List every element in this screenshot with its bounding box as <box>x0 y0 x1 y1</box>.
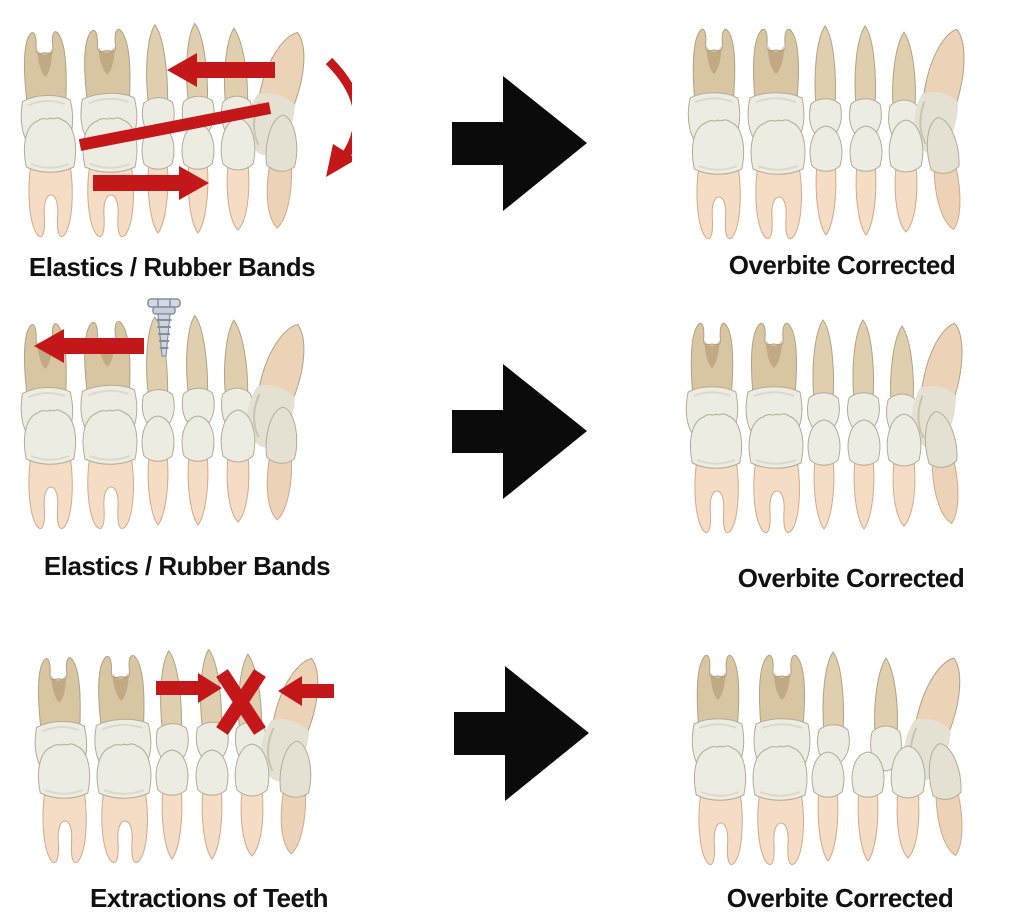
advance-arrow-right-icon <box>93 166 209 200</box>
transition-arrow-icon-row2 <box>452 363 588 500</box>
method-label-row1: Elastics / Rubber Bands <box>28 252 316 282</box>
tad-anchor-screw-icon <box>147 298 181 357</box>
result-label-row3: Overbite Corrected <box>726 883 954 913</box>
retraction-arrow-left-icon <box>34 329 144 363</box>
lower-teeth <box>693 743 963 866</box>
distal-push-arrow-left-icon <box>278 676 334 706</box>
elastic-band-diagonal-icon <box>78 102 272 151</box>
lower-teeth <box>691 117 961 240</box>
lower-teeth <box>689 411 959 534</box>
before-teeth-illustration-row1 <box>12 4 352 252</box>
before-teeth-illustration-row3 <box>26 630 366 878</box>
rotation-curved-arrow-icon <box>325 57 352 177</box>
lower-teeth <box>37 740 312 864</box>
before-teeth-illustration-row2 <box>12 296 352 544</box>
after-teeth-illustration-row1 <box>680 6 990 254</box>
method-label-row3: Extractions of Teeth <box>89 883 329 913</box>
result-label-row1: Overbite Corrected <box>728 250 956 280</box>
after-teeth-illustration-row3 <box>682 632 992 880</box>
result-label-row2: Overbite Corrected <box>737 563 965 593</box>
transition-arrow-icon-row1 <box>452 75 588 212</box>
retraction-arrow-left-icon <box>167 53 275 87</box>
extraction-x-icon <box>216 669 266 735</box>
mesial-push-arrow-right-icon <box>156 673 222 703</box>
after-teeth-illustration-row2 <box>678 300 988 548</box>
lower-teeth <box>23 406 298 530</box>
transition-arrow-icon-row3 <box>454 665 590 802</box>
method-label-row2: Elastics / Rubber Bands <box>43 551 331 581</box>
